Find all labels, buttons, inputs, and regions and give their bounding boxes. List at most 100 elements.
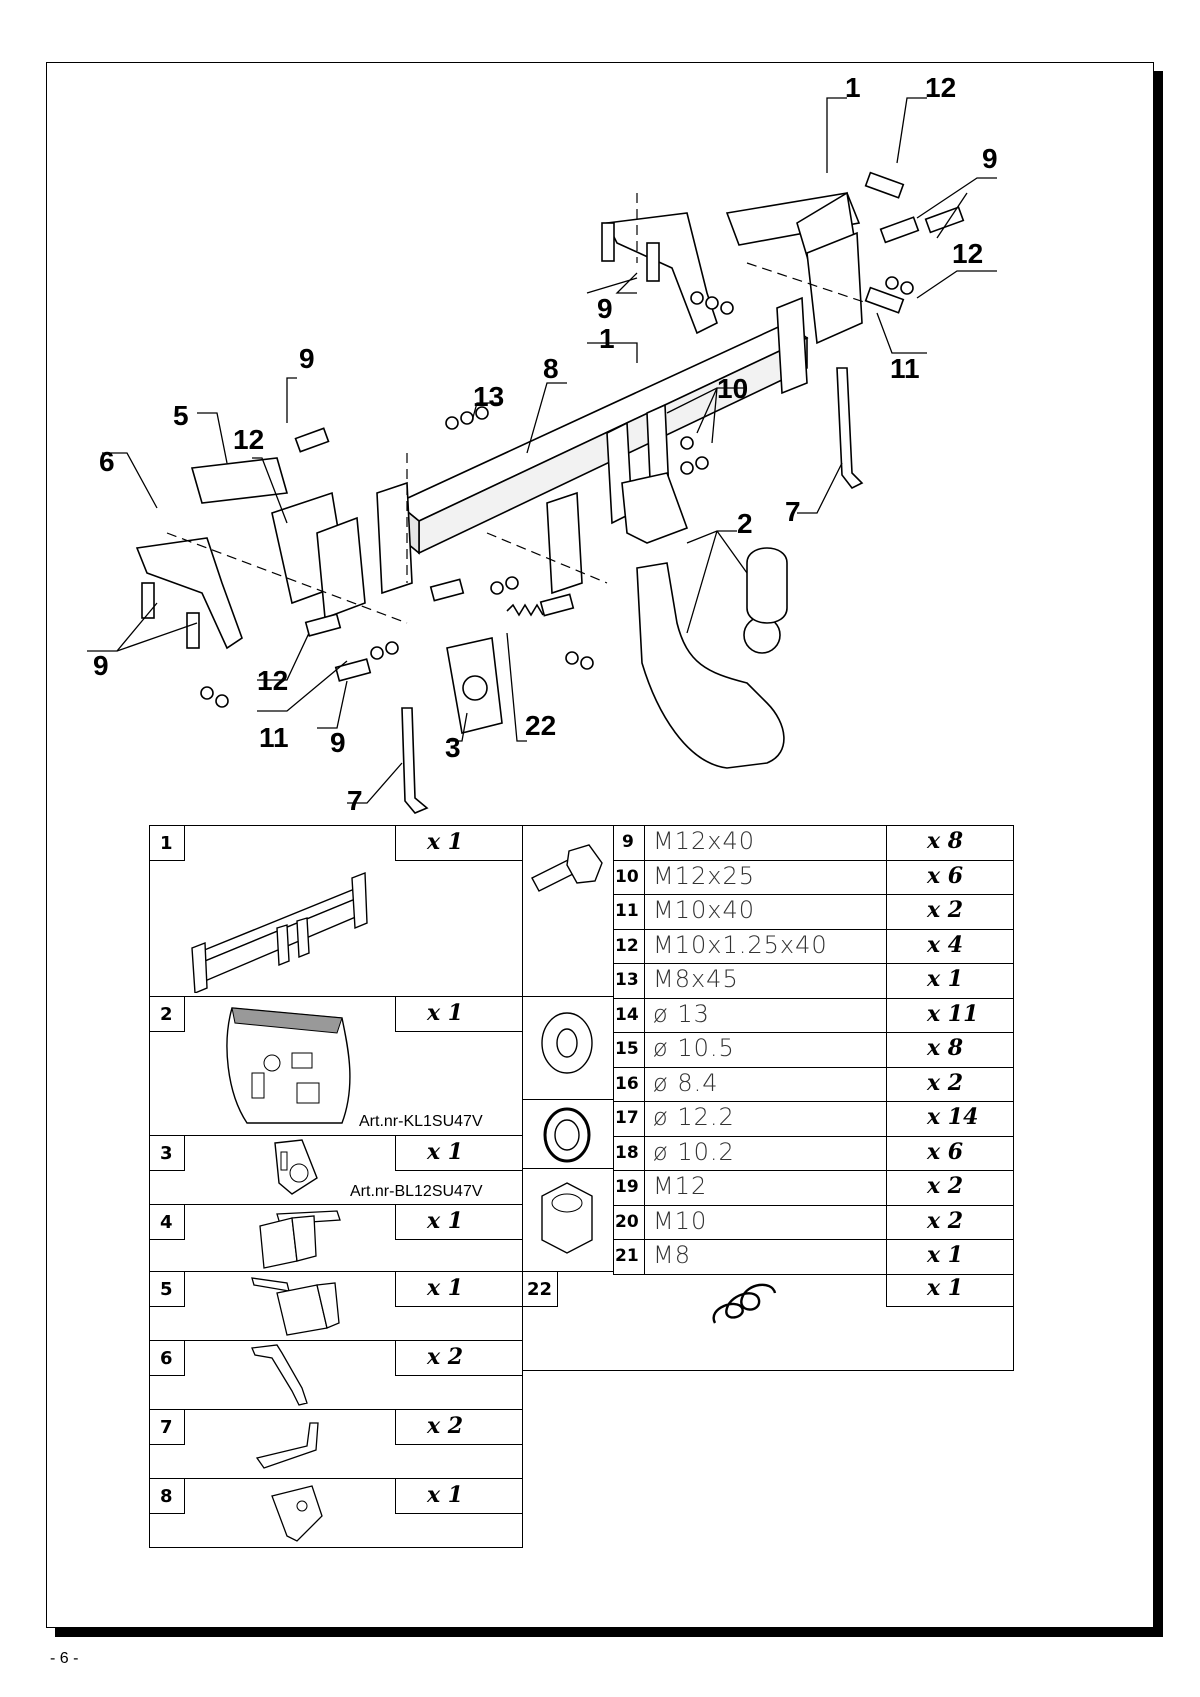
hardware-quantity: x 8 xyxy=(927,1035,964,1061)
part-qty-box xyxy=(395,1135,523,1171)
article-number: Art.nr-KL1SU47V xyxy=(359,1113,483,1130)
callout-12: 12 xyxy=(257,665,288,696)
hardware-qty-box xyxy=(886,928,1014,964)
towbar-kit-bag-icon xyxy=(226,1007,351,1124)
hardware-number: 14 xyxy=(615,1004,639,1025)
hardware-num-box xyxy=(613,1239,645,1275)
hardware-number: 17 xyxy=(615,1108,639,1128)
hardware-spec: ø 10.2 xyxy=(653,1137,735,1166)
callout-6: 6 xyxy=(99,446,115,477)
part-num-box xyxy=(149,1409,185,1445)
callout-13: 13 xyxy=(473,381,504,412)
hardware-num-box xyxy=(613,1170,645,1206)
hardware-num-box xyxy=(613,997,645,1033)
part-number: 3 xyxy=(160,1143,173,1164)
right-end-plate-drawing xyxy=(776,296,808,395)
part-num-box xyxy=(149,1478,185,1514)
callout-12: 12 xyxy=(952,238,983,269)
hardware-quantity: x 2 xyxy=(927,897,964,923)
part-number: 6 xyxy=(160,1348,173,1369)
callout-7: 7 xyxy=(347,785,363,816)
part-quantity: x 1 xyxy=(927,1275,964,1301)
callout-1: 1 xyxy=(599,323,615,354)
hardware-quantity: x 6 xyxy=(927,862,964,889)
callout-5: 5 xyxy=(173,400,189,431)
callout-22: 22 xyxy=(525,710,556,741)
hardware-quantity: x 14 xyxy=(927,1104,979,1130)
bracket-7-icon xyxy=(255,1422,319,1469)
part-quantity: x 2 xyxy=(427,1344,464,1370)
part-qty-box xyxy=(395,1478,523,1514)
part-number: 2 xyxy=(160,1004,173,1025)
hardware-spec: ø 13 xyxy=(653,999,710,1028)
page-frame: 1 12 9 12 9 1 11 8 10 13 9 5 12 6 7 2 9 … xyxy=(46,62,1154,1628)
hardware-qty-box xyxy=(886,1032,1014,1068)
bracket-6-icon xyxy=(251,1344,308,1406)
hardware-quantity: x 11 xyxy=(927,1000,979,1027)
part-number: 7 xyxy=(160,1417,173,1438)
part-number: 8 xyxy=(160,1486,173,1507)
hardware-quantity: x 6 xyxy=(927,1138,964,1165)
hardware-qty-box xyxy=(886,1135,1014,1171)
page-number: - 6 - xyxy=(50,1650,79,1667)
hardware-qty-box xyxy=(886,825,1014,861)
crossbar-thumbnail-icon xyxy=(191,871,368,993)
part-quantity: x 1 xyxy=(427,1208,464,1234)
hardware-spec: ø 8.4 xyxy=(653,1068,719,1097)
hardware-number: 18 xyxy=(615,1142,639,1163)
hardware-number: 15 xyxy=(615,1039,639,1059)
part-num-box xyxy=(149,1340,185,1376)
hardware-number: 12 xyxy=(615,935,639,956)
socket-plate-drawing xyxy=(446,637,503,734)
hardware-num-box xyxy=(613,963,645,999)
part-number: 22 xyxy=(527,1279,553,1300)
bracket-5-icon xyxy=(251,1277,340,1336)
hardware-qty-box xyxy=(886,1239,1014,1275)
callout-11: 11 xyxy=(259,722,289,753)
callout-12: 12 xyxy=(925,72,956,103)
callout-9: 9 xyxy=(299,343,315,374)
hardware-spec: M10 xyxy=(653,1206,708,1235)
callout-9: 9 xyxy=(597,293,613,324)
hardware-quantity: x 2 xyxy=(927,1173,964,1199)
spring-washer-icon xyxy=(543,1107,591,1163)
callout-10: 10 xyxy=(717,373,748,404)
part-qty-box xyxy=(395,1340,523,1376)
callout-9: 9 xyxy=(982,143,998,174)
exploded-assembly-diagram: 1 12 9 12 9 1 11 8 10 13 9 5 12 6 7 2 9 … xyxy=(87,72,998,816)
hardware-spec: ø 12.2 xyxy=(653,1103,735,1131)
hardware-spec: M8 xyxy=(653,1241,691,1269)
hardware-number: 9 xyxy=(622,832,634,852)
article-number: Art.nr-BL12SU47V xyxy=(350,1183,483,1200)
socket-box-drawing xyxy=(621,472,689,544)
hardware-qty-box xyxy=(886,1101,1014,1137)
bolt-icon xyxy=(531,844,603,892)
hardware-number: 10 xyxy=(615,866,639,887)
callout-4: 1 xyxy=(845,72,861,103)
part-quantity: x 1 xyxy=(427,1000,464,1026)
left-end-plate-drawing xyxy=(376,481,413,595)
part-number: 5 xyxy=(160,1279,173,1300)
hardware-spec: M12 xyxy=(653,1172,708,1200)
hardware-quantity: x 1 xyxy=(927,966,964,992)
part-qty-box xyxy=(395,1204,523,1240)
hardware-number: 16 xyxy=(615,1073,639,1094)
callout-7: 7 xyxy=(785,496,801,527)
part-num-box xyxy=(149,1271,185,1307)
callout-8: 8 xyxy=(543,353,559,384)
callout-9: 9 xyxy=(93,650,109,681)
bracket-8-icon xyxy=(271,1485,323,1542)
washer-icon xyxy=(541,1012,593,1074)
hardware-quantity: x 2 xyxy=(927,1069,964,1096)
left-bracket-drawing xyxy=(190,457,289,504)
socket-plate-icon xyxy=(274,1139,318,1195)
part-qty-box xyxy=(395,825,523,861)
hardware-quantity: x 2 xyxy=(927,1207,964,1234)
part-num-box xyxy=(149,996,185,1032)
hardware-number: 20 xyxy=(615,1211,639,1232)
bracket-4-icon xyxy=(259,1210,341,1269)
part-quantity: x 1 xyxy=(427,1275,464,1301)
bracket-7-left-drawing xyxy=(401,707,429,814)
part-num-box xyxy=(149,1204,185,1240)
callout-2: 2 xyxy=(737,508,753,539)
